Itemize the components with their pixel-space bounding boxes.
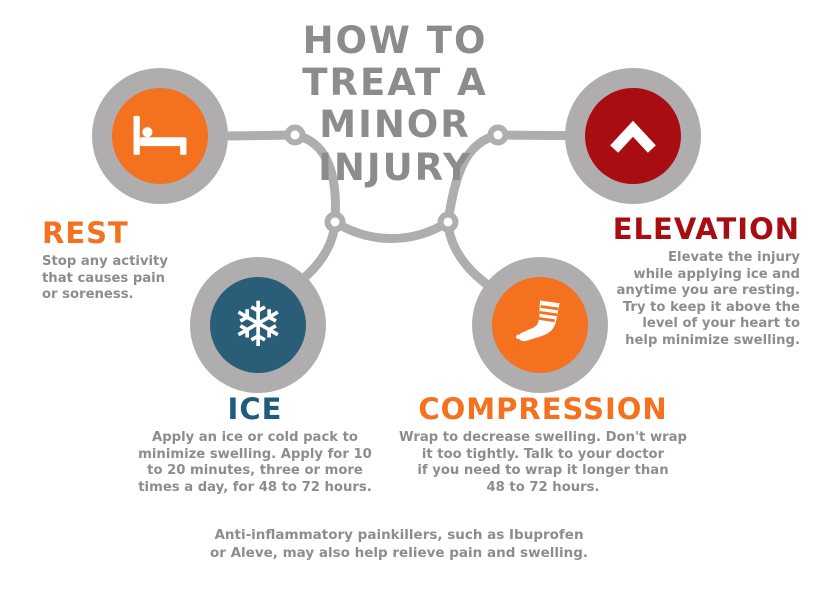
bed-icon <box>133 115 187 155</box>
elevation-node <box>565 68 701 204</box>
compression-heading: COMPRESSION <box>418 392 668 426</box>
rest-heading: REST <box>42 216 129 250</box>
snowflake-icon: ❄ <box>232 288 284 361</box>
ice-heading: ICE <box>227 392 283 426</box>
connector-node <box>284 124 306 146</box>
connector-node <box>487 124 509 146</box>
footer-note: Anti-inflammatory painkillers, such as I… <box>209 527 589 561</box>
elevation-circle <box>585 88 681 184</box>
connector-node <box>324 211 346 233</box>
elevation-description: Elevate the injury while applying ice an… <box>616 250 800 348</box>
rest-circle <box>112 88 208 184</box>
ice-description: Apply an ice or cold pack to minimize sw… <box>138 430 372 495</box>
compression-circle <box>492 277 588 373</box>
elevation-heading: ELEVATION <box>612 212 800 246</box>
arrow-up-icon <box>610 120 656 153</box>
ice-circle: ❄ <box>210 277 306 373</box>
rest-description: Stop any activity that causes pain or so… <box>42 254 168 302</box>
rest-node <box>92 68 228 204</box>
compression-node <box>472 257 608 393</box>
bandaged-foot-icon <box>516 300 560 342</box>
connector-node <box>437 211 459 233</box>
compression-description: Wrap to decrease swelling. Don't wrap it… <box>399 430 687 495</box>
ice-node: ❄ <box>190 257 326 393</box>
page-title: HOW TO TREAT A MINOR INJURY <box>302 19 488 189</box>
